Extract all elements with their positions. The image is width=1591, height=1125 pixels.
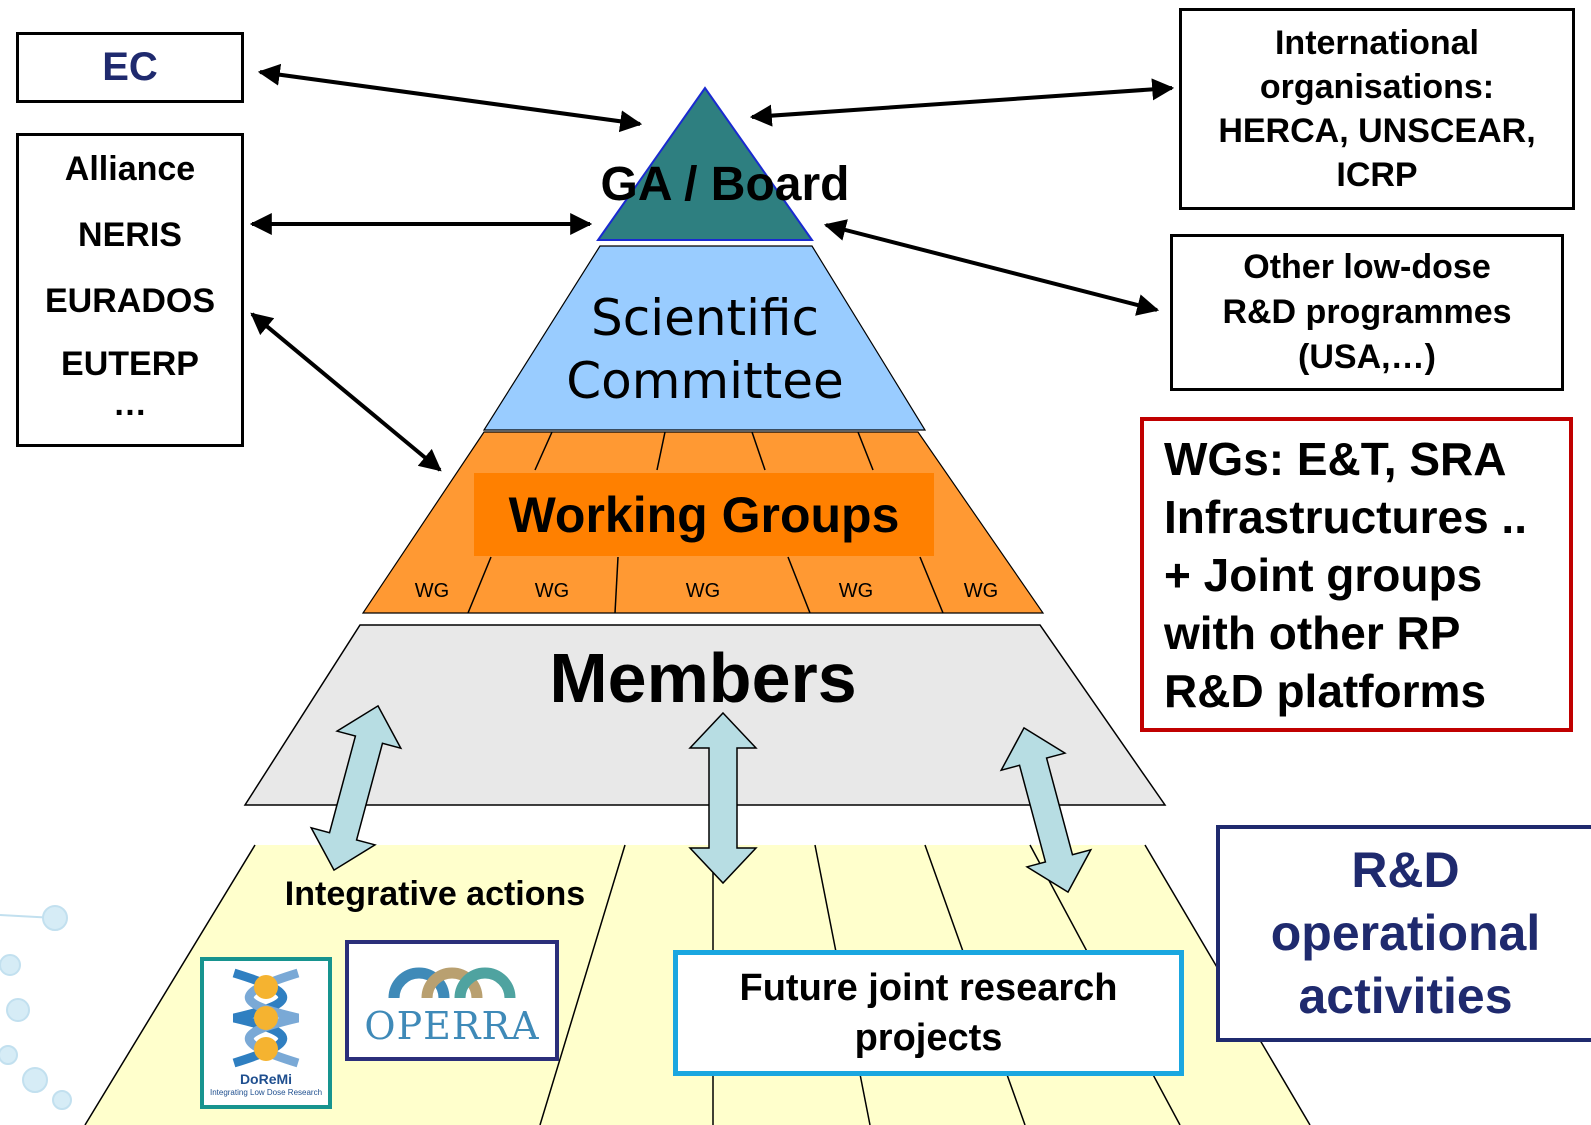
connector-arrows [249, 63, 1175, 472]
rd-line-3: activities [1298, 968, 1513, 1024]
wg-note-line-1: WGs: E&T, SRA [1164, 432, 1507, 485]
ec-label: EC [102, 45, 158, 89]
wg-label-5: WG [964, 580, 998, 602]
lowdose-programmes-box: Other low-dose R&D programmes (USA,…) [1170, 234, 1564, 391]
wg-label-3: WG [686, 580, 720, 602]
members-tier [243, 624, 1167, 806]
alliance-wg-arrow [250, 312, 442, 472]
lowdose-line-2: R&D programmes [1222, 293, 1512, 331]
wg-note-line-4: with other RP [1164, 606, 1461, 659]
working-groups-dividers [467, 431, 944, 614]
doremi-logo: DoReMi Integrating Low Dose Research [200, 957, 332, 1109]
ec-box: EC [16, 32, 244, 103]
lowdose-line-1: Other low-dose [1243, 248, 1491, 286]
international-orgs-box: International organisations: HERCA, UNSC… [1179, 8, 1575, 210]
wg-note-box: WGs: E&T, SRA Infrastructures .. + Joint… [1140, 417, 1573, 732]
international-line-2: organisations: [1259, 68, 1495, 106]
opera-name: OPERRA [364, 1004, 540, 1048]
international-line-1: International [1274, 24, 1480, 62]
alliance-item-eurados: EURADOS [44, 282, 216, 320]
block-arrow-center [688, 711, 758, 885]
block-arrow-right [999, 726, 1093, 894]
wg-note-line-2: Infrastructures .. [1164, 490, 1527, 543]
block-arrows [309, 704, 1093, 894]
integrative-actions-label: Integrative actions [285, 875, 585, 913]
working-groups-label: Working Groups [509, 487, 900, 543]
ec-board-arrow [257, 63, 643, 133]
wg-note-line-5: R&D platforms [1164, 664, 1487, 717]
rd-operational-box: R&D operational activities [1216, 825, 1591, 1042]
wg-label-2: WG [535, 580, 569, 602]
alliance-box: Alliance NERIS EURADOS EUTERP … [16, 133, 244, 447]
doremi-helix-icon [232, 968, 300, 1068]
alliance-item-neris: NERIS [78, 216, 182, 254]
opera-logo: OPERRA [345, 940, 559, 1061]
rd-line-2: operational [1270, 905, 1541, 961]
wg-note-line-3: + Joint groups [1164, 548, 1483, 601]
international-line-4: ICRP [1336, 156, 1418, 194]
working-groups-label-bg [474, 473, 934, 556]
future-line-2: projects [854, 1017, 1003, 1059]
lowdose-line-3: (USA,…) [1298, 338, 1436, 376]
wg-label-1: WG [415, 580, 449, 602]
international-board-arrow [749, 78, 1175, 127]
lowdose-board-arrow [823, 219, 1160, 316]
alliance-item-ellipsis: … [113, 385, 147, 423]
opera-arches-icon [388, 967, 516, 999]
members-label: Members [549, 639, 856, 717]
future-projects-box: Future joint research projects [673, 950, 1184, 1076]
future-line-1: Future joint research [739, 967, 1118, 1009]
international-line-3: HERCA, UNSCEAR, [1218, 112, 1536, 150]
doremi-tagline: Integrating Low Dose Research [209, 1088, 323, 1097]
doremi-name: DoReMi [239, 1071, 293, 1087]
board-label: GA / Board [601, 158, 850, 211]
board-triangle [596, 86, 814, 241]
scientific-label-line-2: Committee [566, 352, 844, 410]
scientific-committee-tier [482, 245, 927, 431]
block-arrow-left [309, 704, 403, 872]
scientific-label-line-1: Scientific [591, 289, 819, 347]
molecule-decoration [0, 905, 72, 1110]
rd-line-1: R&D [1351, 842, 1460, 898]
alliance-item-alliance: Alliance [64, 150, 196, 188]
wg-label-4: WG [839, 580, 873, 602]
alliance-item-euterp: EUTERP [61, 345, 199, 383]
